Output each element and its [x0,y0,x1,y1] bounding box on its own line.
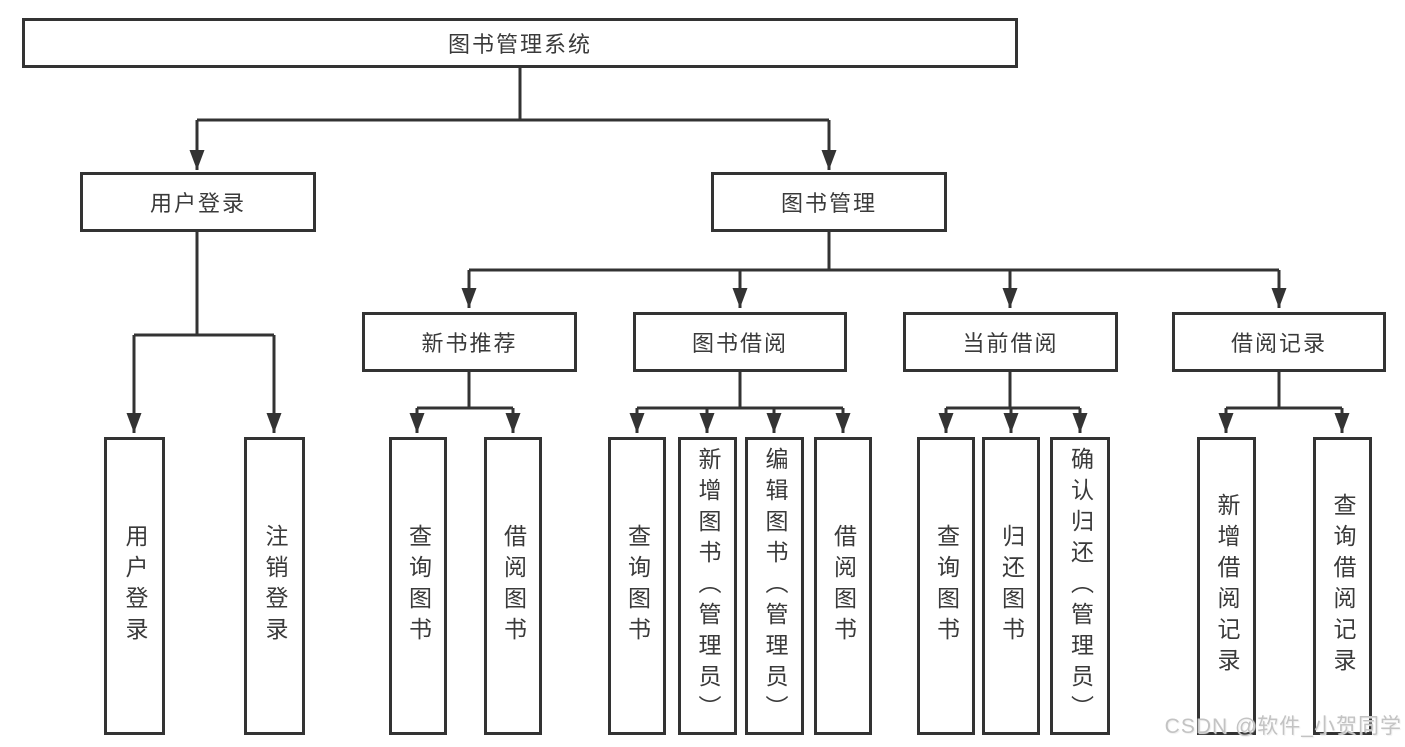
leaf-label: 新增借阅记录 [1214,493,1240,679]
leaf-label: 归还图书 [998,524,1025,648]
node-label: 借阅记录 [1230,331,1327,356]
node-user-login: 用户登录 [80,172,316,232]
leaf-logout: 注销登录 [244,437,305,735]
node-label: 新书推荐 [421,331,518,356]
leaf-label: 编辑图书（管理员） [762,446,788,726]
node-library-management-system: 图书管理系统 [22,18,1018,68]
node-label: 当前借阅 [962,331,1059,356]
leaf-label: 确认归还（管理员） [1067,446,1094,726]
node-label: 用户登录 [149,191,246,216]
leaf-add-borrow-record: 新增借阅记录 [1197,437,1256,735]
node-current-borrowing: 当前借阅 [903,312,1118,372]
leaf-label: 查询图书 [624,524,651,648]
leaf-edit-books-admin: 编辑图书（管理员） [745,437,804,735]
leaf-query-borrow-record: 查询借阅记录 [1313,437,1372,735]
watermark: CSDN @软件_小贺同学 [1164,715,1402,738]
node-label: 图书管理 [780,191,877,216]
node-label: 图书管理系统 [447,32,592,57]
leaf-query-books-1: 查询图书 [389,437,447,735]
node-new-book-recommendation: 新书推荐 [362,312,577,372]
leaf-label: 查询借阅记录 [1330,493,1356,679]
leaf-label: 新增图书（管理员） [695,446,721,726]
leaf-user-login: 用户登录 [104,437,165,735]
node-book-borrowing: 图书借阅 [633,312,847,372]
leaf-label: 查询图书 [405,524,432,648]
leaf-add-books-admin: 新增图书（管理员） [678,437,737,735]
node-label: 图书借阅 [691,331,788,356]
node-book-management: 图书管理 [711,172,947,232]
leaf-borrow-books-2: 借阅图书 [814,437,872,735]
leaf-return-books: 归还图书 [982,437,1040,735]
leaf-confirm-return-admin: 确认归还（管理员） [1050,437,1110,735]
leaf-borrow-books-1: 借阅图书 [484,437,542,735]
leaf-query-books-2: 查询图书 [608,437,666,735]
leaf-label: 借阅图书 [830,524,857,648]
leaf-label: 借阅图书 [500,524,527,648]
leaf-query-books-3: 查询图书 [917,437,975,735]
leaf-label: 用户登录 [122,524,148,648]
leaf-label: 注销登录 [262,524,288,648]
node-borrowing-records: 借阅记录 [1172,312,1386,372]
leaf-label: 查询图书 [933,524,960,648]
